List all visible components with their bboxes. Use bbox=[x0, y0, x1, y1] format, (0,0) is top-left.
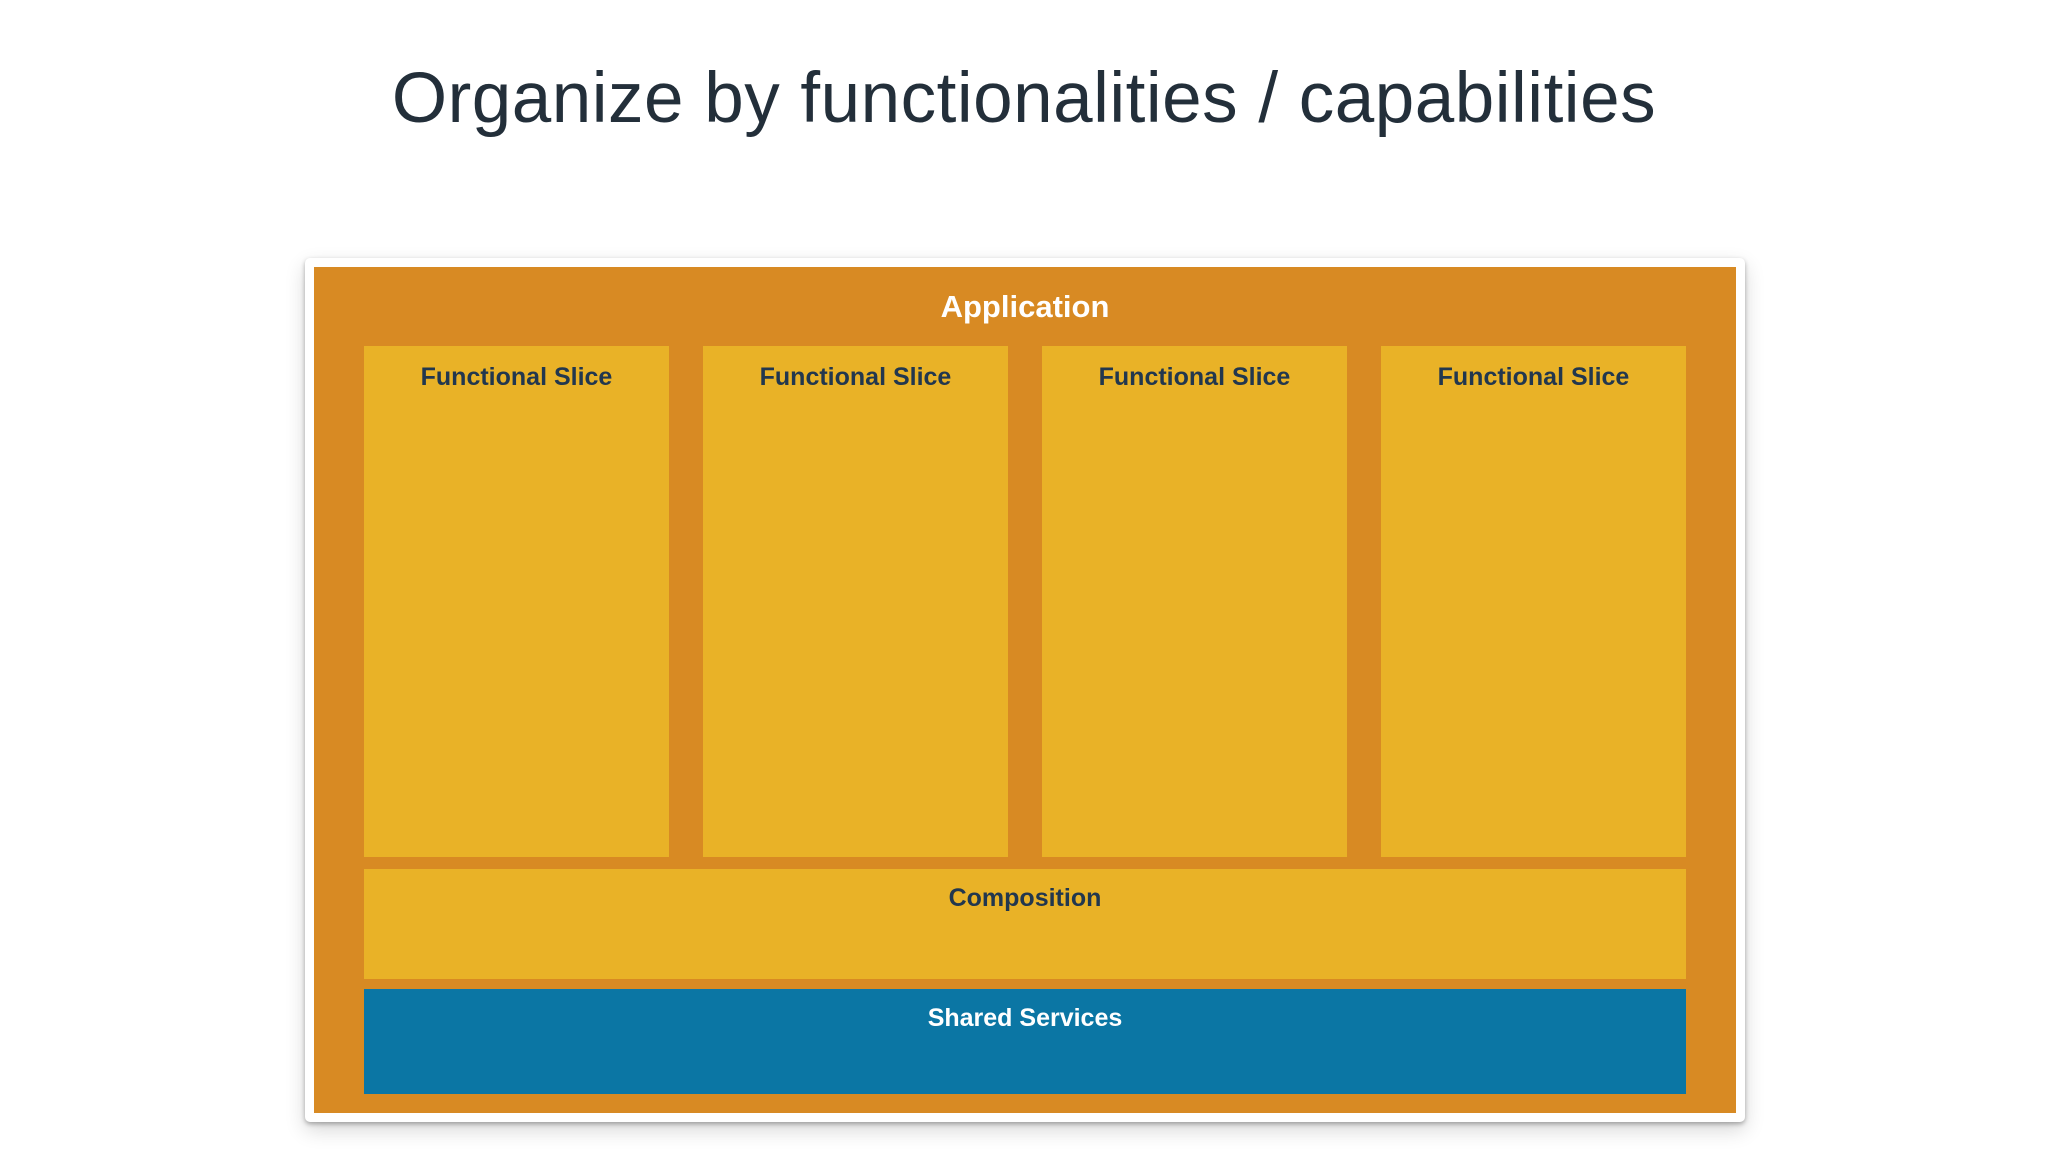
functional-slice-1: Functional Slice bbox=[364, 346, 669, 857]
functional-slice-2: Functional Slice bbox=[703, 346, 1008, 857]
application-frame: Application Functional Slice Functional … bbox=[305, 258, 1745, 1122]
application-label: Application bbox=[940, 288, 1110, 324]
functional-slice-4: Functional Slice bbox=[1381, 346, 1686, 857]
page-title: Organize by functionalities / capabiliti… bbox=[391, 59, 1657, 138]
shared-services-bar: Shared Services bbox=[364, 989, 1686, 1094]
composition-bar: Composition bbox=[364, 869, 1686, 979]
functional-slices-row: Functional Slice Functional Slice Functi… bbox=[364, 346, 1686, 857]
functional-slice-3: Functional Slice bbox=[1042, 346, 1347, 857]
application-box: Application Functional Slice Functional … bbox=[314, 267, 1736, 1113]
